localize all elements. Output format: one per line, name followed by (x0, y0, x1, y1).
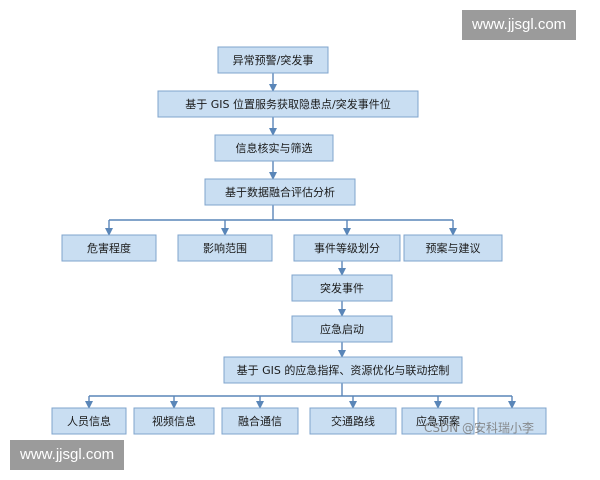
node-n6: 突发事件 (291, 274, 393, 302)
node-box (217, 46, 329, 74)
node-n2: 基于 GIS 位置服务获取隐患点/突发事件位 (157, 90, 419, 118)
node-box (291, 274, 393, 302)
node-label: 融合通信 (238, 414, 282, 428)
node-label: 基于 GIS 的应急指挥、资源优化与联动控制 (237, 363, 450, 377)
node-label: 人员信息 (67, 414, 111, 428)
node-label: 交通路线 (331, 414, 375, 428)
node-box (61, 234, 157, 262)
csdn-watermark: CSDN @安科瑞小李 (424, 421, 535, 435)
node-box (403, 234, 503, 262)
node-n5b: 影响范围 (177, 234, 273, 262)
node-label: 视频信息 (152, 414, 196, 428)
node-label: 突发事件 (320, 281, 364, 295)
node-label: 影响范围 (203, 241, 247, 255)
node-label: 基于 GIS 位置服务获取隐患点/突发事件位 (185, 97, 390, 111)
node-n9d: 交通路线 (309, 407, 397, 435)
node-n4: 基于数据融合评估分析 (204, 178, 356, 206)
node-n9b: 视频信息 (133, 407, 215, 435)
node-label: 危害程度 (87, 241, 131, 255)
node-n9f (477, 407, 547, 435)
node-box (293, 234, 401, 262)
node-box (221, 407, 299, 435)
node-label: 应急启动 (320, 322, 364, 336)
node-label: 基于数据融合评估分析 (225, 185, 335, 199)
watermark-top: www.jjsgl.com (462, 10, 577, 40)
node-n5c: 事件等级划分 (293, 234, 401, 262)
node-n5a: 危害程度 (61, 234, 157, 262)
node-box (204, 178, 356, 206)
node-n7: 应急启动 (291, 315, 393, 343)
node-label: 预案与建议 (426, 241, 481, 255)
node-label: 信息核实与筛选 (236, 141, 313, 155)
node-box (309, 407, 397, 435)
node-box (477, 407, 547, 435)
node-n9c: 融合通信 (221, 407, 299, 435)
node-box (157, 90, 419, 118)
node-label: 应急预案 (416, 414, 460, 428)
watermark-bottom: www.jjsgl.com (10, 440, 125, 470)
node-box (214, 134, 334, 162)
connector-layer (85, 73, 516, 409)
node-box (133, 407, 215, 435)
node-box (291, 315, 393, 343)
node-n5d: 预案与建议 (403, 234, 503, 262)
node-n9e: 应急预案 (401, 407, 475, 435)
node-box (223, 356, 463, 384)
node-label: 异常预警/突发事 (233, 53, 314, 67)
node-label: 事件等级划分 (314, 241, 380, 255)
node-box (401, 407, 475, 435)
node-n8: 基于 GIS 的应急指挥、资源优化与联动控制 (223, 356, 463, 384)
node-n9a: 人员信息 (51, 407, 127, 435)
node-box (177, 234, 273, 262)
node-n3: 信息核实与筛选 (214, 134, 334, 162)
node-box (51, 407, 127, 435)
node-n1: 异常预警/突发事 (217, 46, 329, 74)
